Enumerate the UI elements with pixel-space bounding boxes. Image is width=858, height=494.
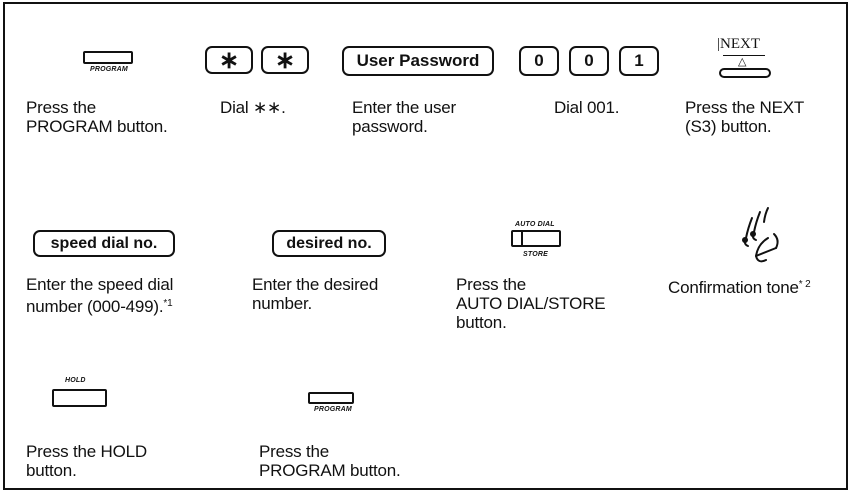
program-button-label: PROGRAM	[314, 406, 352, 413]
caption-next-line2: (S3) button.	[685, 117, 772, 136]
caption-program-final-line2: PROGRAM button.	[259, 461, 401, 480]
star-key-icon: ∗	[261, 46, 309, 74]
caption-program-final-line1: Press the	[259, 442, 330, 461]
caption-dial-stars: Dial ∗∗.	[220, 98, 286, 117]
caption-dial-001: Dial 001.	[554, 98, 620, 117]
digit-1-key-icon: 1	[619, 46, 659, 76]
next-arrow-icon: △	[738, 56, 747, 68]
program-button-label: PROGRAM	[90, 66, 128, 73]
program-button-icon	[83, 51, 133, 64]
digit-0-key-icon: 0	[569, 46, 609, 76]
caption-desired-line1: Enter the desired	[252, 275, 379, 294]
user-password-key-icon: User Password	[342, 46, 494, 76]
caption-auto-dial-line3: button.	[456, 313, 507, 332]
caption-speed-dial-line1: Enter the speed dial	[26, 275, 174, 294]
footnote-1-marker: *1	[163, 298, 173, 309]
caption-user-password-line1: Enter the user	[352, 98, 456, 117]
caption-hold-line1: Press the HOLD	[26, 442, 147, 461]
caption-confirmation-tone: Confirmation tone* 2	[668, 278, 811, 297]
caption-press-program-line1: Press the	[26, 98, 97, 117]
next-label: |NEXT	[717, 36, 760, 52]
hold-button-icon	[52, 389, 107, 407]
caption-press-program-line2: PROGRAM button.	[26, 117, 168, 136]
instruction-panel: PROGRAM Press the PROGRAM button. ∗ ∗ Di…	[3, 2, 848, 490]
next-underline	[723, 55, 765, 56]
auto-dial-label: AUTO DIAL	[515, 221, 555, 228]
program-button-icon	[308, 392, 354, 404]
handset-tone-icon	[742, 207, 779, 263]
auto-dial-store-button-icon	[511, 230, 561, 247]
caption-speed-dial-line2: number (000-499).*1	[26, 297, 173, 316]
speed-dial-no-key-icon: speed dial no.	[33, 230, 175, 257]
digit-0-key-icon: 0	[519, 46, 559, 76]
store-label: STORE	[523, 251, 548, 258]
caption-user-password-line2: password.	[352, 117, 428, 136]
caption-hold-line2: button.	[26, 461, 77, 480]
caption-auto-dial-line2: AUTO DIAL/STORE	[456, 294, 606, 313]
next-button-icon	[719, 68, 771, 78]
desired-no-key-icon: desired no.	[272, 230, 386, 257]
caption-desired-line2: number.	[252, 294, 313, 313]
caption-next-line1: Press the NEXT	[685, 98, 805, 117]
caption-auto-dial-line1: Press the	[456, 275, 527, 294]
hold-label: HOLD	[65, 377, 86, 384]
footnote-2-marker: * 2	[798, 279, 811, 290]
star-key-icon: ∗	[205, 46, 253, 74]
